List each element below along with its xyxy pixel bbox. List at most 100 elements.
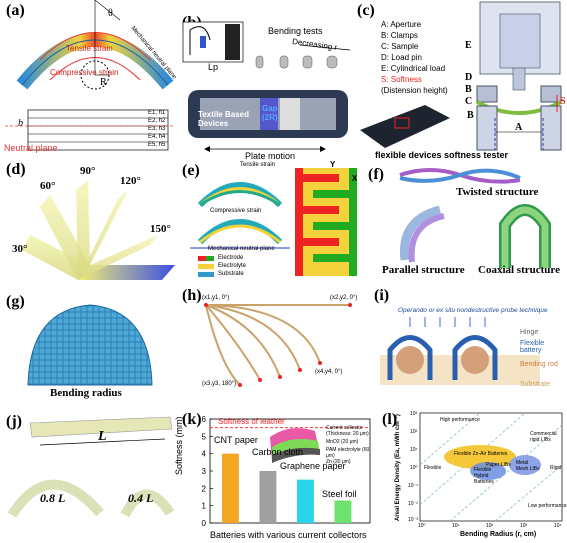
l-ylabel: Areal Energy Density (Ea, mWh cm⁻²)	[395, 414, 401, 521]
flexible-label: Flexible	[424, 465, 442, 471]
legend-clamps: B: Clamps	[381, 31, 418, 40]
panel-d: (d) 30° 60° 90° 120° 150°	[0, 155, 180, 285]
battery-layer-zn	[272, 447, 320, 463]
panel-h-label: (h)	[182, 287, 202, 304]
layer-2-label: E2, h2	[148, 118, 166, 124]
panel-d-label: (d)	[6, 161, 26, 178]
probe-diagram	[380, 317, 540, 385]
panel-l-label: (l)	[382, 411, 398, 428]
softness-tester-diagram	[360, 1, 562, 151]
point-4-label: (x4,y4, 0°)	[315, 369, 343, 375]
angle-120: 120°	[120, 175, 141, 187]
lp-label: Lp	[208, 62, 219, 72]
panel-h: (h) (x1,y1, 0°) (x2,y2, 0°) (x3,y3, 180°…	[180, 285, 370, 400]
flex-zn-label: Flexible Zn-Air Batteries	[454, 451, 508, 457]
layer-4-label: E4, h4	[148, 134, 166, 140]
c-label-A: A	[515, 122, 523, 133]
angle-60: 60°	[40, 180, 56, 192]
axis-x-label: X	[352, 174, 358, 183]
point-2-label: (x2,y2, 0°)	[330, 295, 358, 301]
bar-3	[334, 500, 352, 523]
panel-c-label: (c)	[357, 2, 375, 19]
compressive-label: Compressive strain	[50, 68, 119, 77]
tensile-label: Tensile strain	[66, 44, 113, 53]
fiber-structures-diagram	[399, 168, 551, 268]
c-label-C: C	[465, 96, 473, 107]
e-compressive-label: Compressive strain	[210, 208, 262, 214]
length-08L-label: 0.8 L	[40, 491, 66, 505]
panel-g: (g) Bending radius	[0, 285, 180, 405]
commercial-label: Commercial rigid LIBs	[530, 431, 557, 443]
xtick-4: 10³	[520, 523, 528, 529]
interdigital-electrode-diagram	[190, 168, 357, 277]
paper-libs-label: Paper LIBs	[486, 462, 511, 468]
panel-e-label: (e)	[182, 162, 200, 179]
y-tick-label: 1	[202, 502, 207, 511]
bar-label-cnt: CNT paper	[214, 435, 258, 445]
tester-caption: flexible devices softness tester	[375, 150, 509, 160]
legend-softness: S: Softness	[381, 75, 422, 84]
layer-5-label: E5, h5	[148, 142, 166, 148]
mno2-label: MnO2 (20 μm)	[326, 439, 359, 445]
x-axis-title: Batteries with various current collector…	[210, 530, 367, 540]
interdigital-pattern	[295, 168, 357, 276]
panel-a-label: (a)	[6, 2, 25, 19]
neutral-plane-label: Neutral plane	[4, 143, 58, 153]
length-04L-label: 0.4 L	[128, 491, 154, 505]
axis-y-label: Y	[330, 160, 336, 169]
b-label: b	[18, 118, 23, 129]
c-label-S: S	[560, 96, 566, 107]
angle-90: 90°	[80, 165, 96, 177]
y-tick-label: 0	[202, 519, 207, 528]
panel-i-label: (i)	[374, 287, 390, 304]
y-tick-label: 4	[202, 450, 207, 459]
legend-aperture: A: Aperture	[381, 20, 422, 29]
xtick-3: 10²	[486, 523, 494, 529]
c-label-D: D	[465, 72, 473, 83]
layer-3-label: E3, h3	[148, 126, 166, 132]
y-axis-title: Softness (mm)	[174, 416, 184, 475]
legend-distension: (Distension height)	[381, 86, 448, 95]
low-perf-label: Low performance	[528, 503, 567, 509]
legend-electrolyte: Electrolyte	[218, 263, 247, 269]
bent-layer-diagram	[5, 0, 175, 151]
ytick-6: 10⁻²	[408, 501, 418, 507]
bending-rod-label: Bending rod	[520, 361, 558, 368]
l-xlabel: Bending Radius (r, cm)	[460, 531, 537, 538]
y-tick-label: 3	[202, 467, 207, 476]
bar-0	[222, 453, 239, 523]
point-1-label: (x1,y1, 0°)	[202, 295, 230, 301]
leather-label: Softness of leather	[218, 417, 285, 426]
ytick-3: 10¹	[410, 447, 418, 453]
panel-l: (l) High performance Commercial rigid LI…	[380, 405, 567, 543]
panel-j-label: (j)	[6, 413, 22, 430]
bending-test-diagram	[182, 21, 351, 152]
xtick-5: 10⁴	[554, 523, 562, 529]
panel-a: (a) θ Tensile strain Compressive strain …	[0, 0, 180, 155]
panel-k-label: (k)	[182, 411, 202, 428]
twisted-label: Twisted structure	[456, 186, 539, 198]
bar-label-carbon: Carbon cloth	[252, 447, 304, 457]
c-label-B: B	[465, 84, 472, 95]
textile-label: Textile Based Devices	[198, 110, 249, 128]
parallel-label: Parallel structure	[382, 264, 465, 276]
hinge-label: Hinge	[520, 329, 539, 336]
panel-g-label: (g)	[6, 293, 25, 310]
bar-1	[259, 471, 277, 523]
high-perf-label: High performance	[440, 417, 480, 423]
panel-f: (f) Twisted structure Parallel structure…	[360, 160, 567, 285]
panel-i: (i) Operando or ex situ nondestructive p…	[370, 285, 567, 400]
length-L-label: L	[98, 429, 107, 444]
panel-b: (b) Bending tests Decreasing r Lp Textil…	[180, 0, 355, 161]
y-tick-label: 2	[202, 484, 207, 493]
woven-arch	[27, 304, 153, 386]
zn-label: Zn (20 μm)	[326, 459, 351, 465]
angle-30: 30°	[12, 243, 28, 255]
bending-radius-caption: Bending radius	[50, 387, 122, 399]
bar-2	[297, 479, 314, 523]
c-label-E: E	[465, 40, 472, 51]
probe-technique-title: Operando or ex situ nondestructive probe…	[398, 307, 548, 314]
plate-motion-label: Plate motion	[245, 151, 296, 161]
